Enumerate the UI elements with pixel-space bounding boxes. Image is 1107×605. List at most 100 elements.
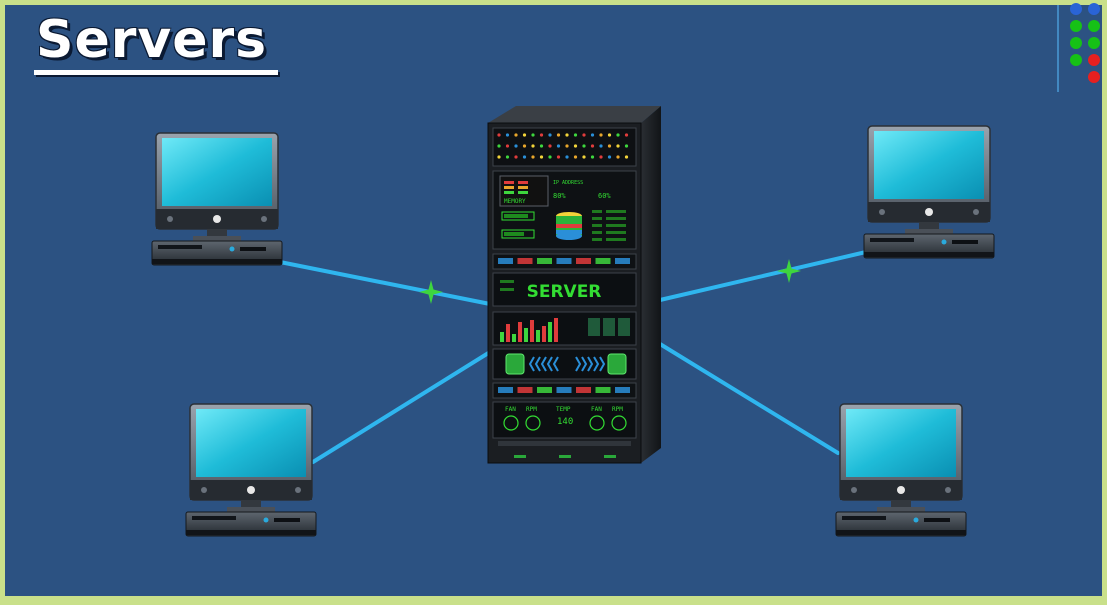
rack-indicator xyxy=(556,258,572,264)
panel-readout: 60% xyxy=(598,192,611,200)
rack-led xyxy=(565,155,569,159)
rack-led xyxy=(497,155,501,159)
rack-led xyxy=(582,133,586,137)
rack-led xyxy=(556,155,561,159)
rack-led xyxy=(514,155,518,159)
rack-bar xyxy=(530,320,534,342)
rack-bar xyxy=(536,330,540,342)
rack-led xyxy=(573,133,578,137)
panel-readout: 140 xyxy=(557,417,573,427)
rack-led xyxy=(607,155,612,159)
desktop-computer-icon xyxy=(863,125,995,259)
rack-indicator xyxy=(615,387,630,393)
rack-led xyxy=(582,155,586,159)
rack-wave xyxy=(581,356,588,372)
rack-indicator xyxy=(517,258,533,264)
rack-wave xyxy=(575,356,582,372)
rack-led xyxy=(607,144,612,148)
rack-led xyxy=(531,144,535,148)
rack-led xyxy=(497,144,501,148)
rack-indicator xyxy=(498,387,513,393)
rack-led xyxy=(624,133,629,137)
rack-led xyxy=(599,133,603,137)
rack-led xyxy=(514,144,518,148)
rack-led xyxy=(590,155,595,159)
panel-label: RPM xyxy=(526,406,537,413)
rack-led xyxy=(573,155,578,159)
rack-led xyxy=(539,133,544,137)
rack-led xyxy=(531,155,535,159)
rack-wave xyxy=(546,356,553,372)
rack-bar xyxy=(500,332,504,342)
status-dot xyxy=(1088,37,1100,49)
panel-label: TEMP xyxy=(556,406,571,413)
status-dot xyxy=(1070,54,1082,66)
rack-indicator xyxy=(576,387,591,393)
rack-bar xyxy=(554,318,558,342)
rack-wave xyxy=(593,356,600,372)
rack-bar xyxy=(506,324,510,342)
rack-bar xyxy=(518,322,522,342)
desktop-computer-icon xyxy=(835,403,967,537)
status-dot xyxy=(1088,54,1100,66)
rack-led xyxy=(497,133,501,137)
rack-wave xyxy=(552,356,559,372)
panel-label: IP ADDRESS xyxy=(553,180,583,186)
link-top-right xyxy=(658,250,868,302)
rack-led xyxy=(522,144,527,148)
panel-label: FAN xyxy=(591,406,602,413)
rack-indicator xyxy=(537,258,552,264)
status-dot xyxy=(1088,3,1100,15)
rack-led xyxy=(548,155,552,159)
rack-bar xyxy=(548,322,552,342)
page-title: Servers xyxy=(36,10,268,70)
rack-led xyxy=(539,155,544,159)
rack-led xyxy=(556,144,561,148)
rack-wave xyxy=(599,356,606,372)
status-dot xyxy=(1070,37,1082,49)
rack-led xyxy=(505,133,510,137)
rack-indicator xyxy=(498,258,513,264)
link-top-left xyxy=(278,260,492,306)
rack-indicator xyxy=(595,258,611,264)
status-dot xyxy=(1070,20,1082,32)
rack-led xyxy=(522,133,527,137)
rack-wave xyxy=(534,356,541,372)
rack-led xyxy=(565,133,569,137)
rack-led xyxy=(573,144,578,148)
rack-indicator xyxy=(517,387,533,393)
rack-bar xyxy=(542,326,546,342)
rack-led xyxy=(505,144,510,148)
rack-led xyxy=(582,144,586,148)
rack-indicator xyxy=(537,387,552,393)
link-bottom-right xyxy=(658,342,840,455)
server-label: SERVER xyxy=(527,282,602,302)
rack-indicator xyxy=(576,258,591,264)
panel-label: RPM xyxy=(612,406,623,413)
rack-led xyxy=(599,144,603,148)
rack-led xyxy=(624,155,629,159)
desktop-computer-icon xyxy=(151,132,283,266)
rack-led xyxy=(565,144,569,148)
rack-led xyxy=(616,133,620,137)
rack-led xyxy=(539,144,544,148)
rack-wave xyxy=(587,356,594,372)
status-dot xyxy=(1070,3,1082,15)
desktop-computer-icon xyxy=(185,403,317,537)
panel-label: FAN xyxy=(505,406,516,413)
panel-readout: 80% xyxy=(553,192,566,200)
rack-led xyxy=(548,144,552,148)
rack-led xyxy=(616,155,620,159)
corner-dots xyxy=(1070,3,1100,83)
rack-led xyxy=(599,155,603,159)
rack-bar xyxy=(524,328,528,342)
rack-led xyxy=(505,155,510,159)
rack-wave xyxy=(528,356,535,372)
rack-led xyxy=(514,133,518,137)
rack-led xyxy=(616,144,620,148)
title-underline xyxy=(34,70,278,75)
rack-indicator xyxy=(615,258,630,264)
rack-bar xyxy=(512,334,516,342)
panel-label: MEMORY xyxy=(504,198,526,205)
